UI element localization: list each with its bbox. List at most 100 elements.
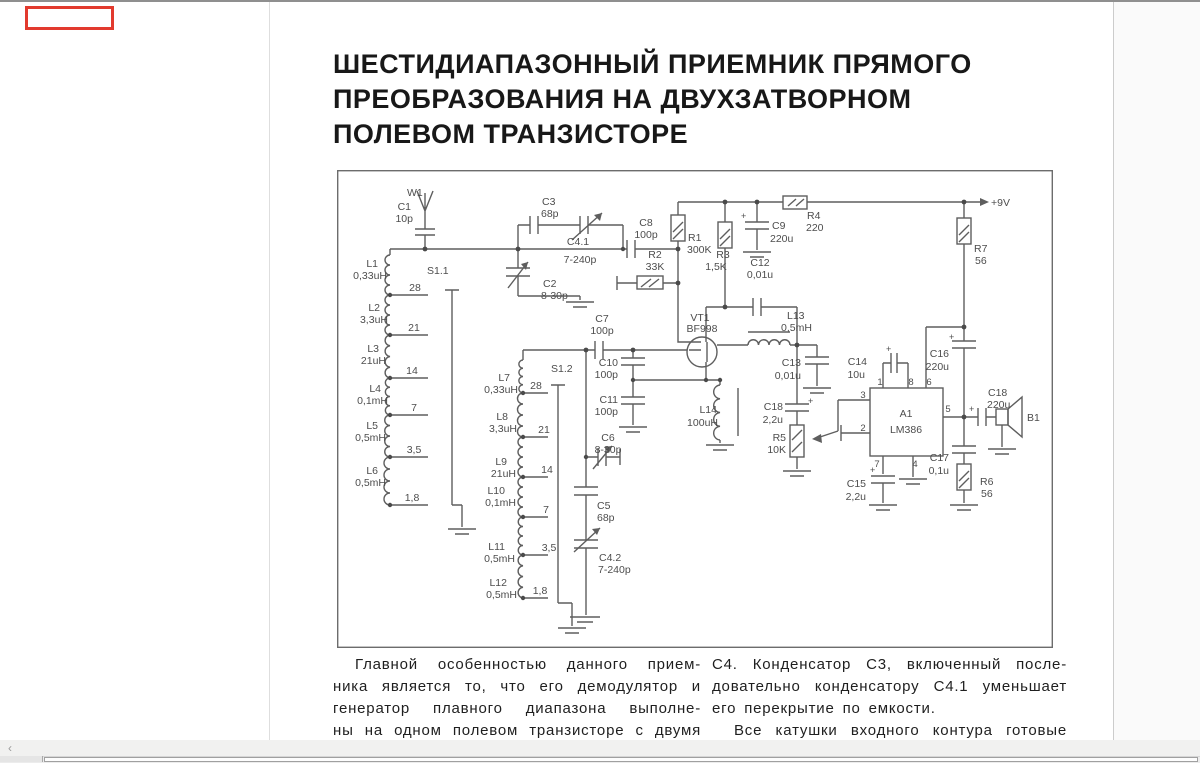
label-tap2-28: 28 bbox=[530, 380, 542, 392]
text-line: его перекрытие по емкости. bbox=[712, 700, 936, 717]
cap-c13 bbox=[803, 345, 831, 394]
cap-c18a-pot-r5 bbox=[783, 345, 811, 477]
label-l10-val: 0,1mH bbox=[485, 497, 516, 509]
label-l12-val: 0,5mH bbox=[486, 589, 517, 601]
cap-c12 bbox=[706, 298, 798, 345]
label-vt1-ref: VT1 bbox=[690, 312, 709, 324]
label-l6-ref: L6 bbox=[366, 465, 378, 477]
label-l1-ref: L1 bbox=[366, 258, 378, 270]
label-vt1-val: BF998 bbox=[687, 323, 718, 335]
label-r4-ref: R4 bbox=[807, 210, 821, 222]
schematic-labels: W1 C1 10p L1 0,33uH L2 3,3uH L3 21uH L4 … bbox=[353, 187, 1040, 601]
scrollbar-corner bbox=[0, 756, 43, 762]
label-c18b-ref: C18 bbox=[988, 387, 1007, 399]
label-c8-val: 100p bbox=[634, 229, 658, 241]
label-l10-ref: L10 bbox=[487, 485, 505, 497]
label-l1-val: 0,33uH bbox=[353, 270, 387, 282]
label-c6-ref: C6 bbox=[601, 432, 615, 444]
page-title-line3: ПОЛЕВОМ ТРАНЗИСТОРЕ bbox=[333, 119, 689, 149]
label-tap2-35: 3,5 bbox=[542, 542, 557, 554]
osc-tuning-chain bbox=[570, 350, 621, 623]
label-a1-ref: A1 bbox=[900, 408, 913, 420]
coil-l13 bbox=[717, 331, 817, 346]
label-c12-val: 0,01u bbox=[747, 269, 773, 281]
text-line: ны на одном полевом транзисторе с двумя bbox=[333, 722, 701, 739]
label-pin4: 4 bbox=[912, 459, 917, 470]
transistor-vt1 bbox=[686, 307, 718, 380]
label-tap2-18: 1,8 bbox=[533, 585, 548, 597]
label-l6-val: 0,5mH bbox=[355, 477, 386, 489]
circuit-schematic: W1 C1 10p L1 0,33uH L2 3,3uH L3 21uH L4 … bbox=[337, 169, 1053, 649]
page-right-margin bbox=[1113, 2, 1200, 740]
label-l11-ref: L11 bbox=[488, 541, 505, 553]
label-r3-val: 1,5K bbox=[705, 261, 727, 273]
label-r6-val: 56 bbox=[981, 488, 993, 500]
text-line: C4. Конденсатор C3, включенный после- bbox=[712, 656, 1067, 673]
label-tap1-14: 14 bbox=[406, 365, 418, 377]
label-l13-ref: L13 bbox=[787, 310, 805, 322]
label-c15-ref: C15 bbox=[847, 478, 866, 490]
label-c2-val: 8-30p bbox=[541, 290, 568, 302]
label-c13-val: 0,01u bbox=[775, 370, 801, 382]
label-r1-ref: R1 bbox=[688, 232, 702, 244]
cap-c17-res-r6 bbox=[950, 417, 978, 511]
label-tap2-7: 7 bbox=[543, 504, 549, 516]
res-r7 bbox=[956, 202, 972, 327]
label-pin6: 6 bbox=[926, 377, 931, 388]
res-r1 bbox=[670, 214, 686, 249]
label-c14-plus: + bbox=[886, 344, 891, 354]
label-pin1: 1 bbox=[877, 377, 882, 388]
label-l3-val: 21uH bbox=[361, 355, 386, 367]
label-r7-val: 56 bbox=[975, 255, 987, 267]
power-rail bbox=[677, 195, 989, 215]
label-c16-val: 220u bbox=[926, 361, 950, 373]
window-top-edge bbox=[0, 0, 1200, 2]
label-c8-ref: C8 bbox=[639, 217, 653, 229]
gate2-lead bbox=[677, 249, 689, 343]
label-c16-plus: + bbox=[949, 332, 954, 342]
cap-c2 bbox=[506, 249, 594, 308]
label-a1-val: LM386 bbox=[890, 424, 922, 436]
label-l2-ref: L2 bbox=[368, 302, 380, 314]
label-c11-ref: C11 bbox=[600, 394, 619, 406]
label-l3-ref: L3 bbox=[367, 343, 379, 355]
label-r2-val: 33K bbox=[646, 261, 665, 273]
label-plus9v: +9V bbox=[991, 197, 1010, 209]
horizontal-scrollbar[interactable]: ‹ bbox=[0, 740, 1200, 756]
label-c15-plus: + bbox=[870, 465, 875, 475]
page-title: ШЕСТИДИАПАЗОННЫЙ ПРИЕМНИК ПРЯМОГО ПРЕОБР… bbox=[333, 47, 1053, 152]
label-c1-ref: C1 bbox=[398, 201, 412, 213]
label-pin7: 7 bbox=[874, 459, 879, 470]
band-switch-s12 bbox=[551, 384, 586, 634]
label-l14-ref: L14 bbox=[699, 404, 717, 416]
text-line: Все катушки входного контура готовые bbox=[734, 722, 1067, 739]
label-c11-val: 100p bbox=[595, 406, 619, 418]
label-c18a-ref: C18 bbox=[764, 401, 783, 413]
label-l5-val: 0,5mH bbox=[355, 432, 386, 444]
label-l13-val: 0,5mH bbox=[781, 322, 812, 334]
label-c10-ref: C10 bbox=[599, 357, 618, 369]
label-c7-val: 100p bbox=[590, 325, 614, 337]
label-tap1-28: 28 bbox=[409, 282, 421, 294]
label-w1: W1 bbox=[407, 187, 423, 199]
label-l7-val: 0,33uH bbox=[484, 384, 518, 396]
label-l8-val: 3,3uH bbox=[489, 423, 517, 435]
label-l11-val: 0,5mH bbox=[484, 553, 515, 565]
scrollbar-thumb[interactable] bbox=[44, 757, 1198, 762]
label-c16-ref: C16 bbox=[930, 348, 949, 360]
label-s12: S1.2 bbox=[551, 363, 573, 375]
cap-c18b-speaker bbox=[977, 395, 1023, 455]
label-pin8: 8 bbox=[908, 377, 913, 388]
label-c5-ref: C5 bbox=[597, 500, 611, 512]
label-l5-ref: L5 bbox=[366, 420, 378, 432]
label-c42-val: 7-240p bbox=[598, 564, 631, 576]
label-c10-val: 100p bbox=[595, 369, 619, 381]
label-c18b-plus: + bbox=[969, 404, 974, 414]
label-l9-ref: L9 bbox=[495, 456, 507, 468]
label-r5-val: 10K bbox=[767, 444, 786, 456]
scroll-left-arrow-icon[interactable]: ‹ bbox=[8, 741, 12, 755]
label-tap1-35: 3,5 bbox=[407, 444, 422, 456]
label-r1-val: 300K bbox=[687, 244, 712, 256]
label-r5-ref: R5 bbox=[773, 432, 787, 444]
label-l14-val: 100uH bbox=[687, 417, 718, 429]
